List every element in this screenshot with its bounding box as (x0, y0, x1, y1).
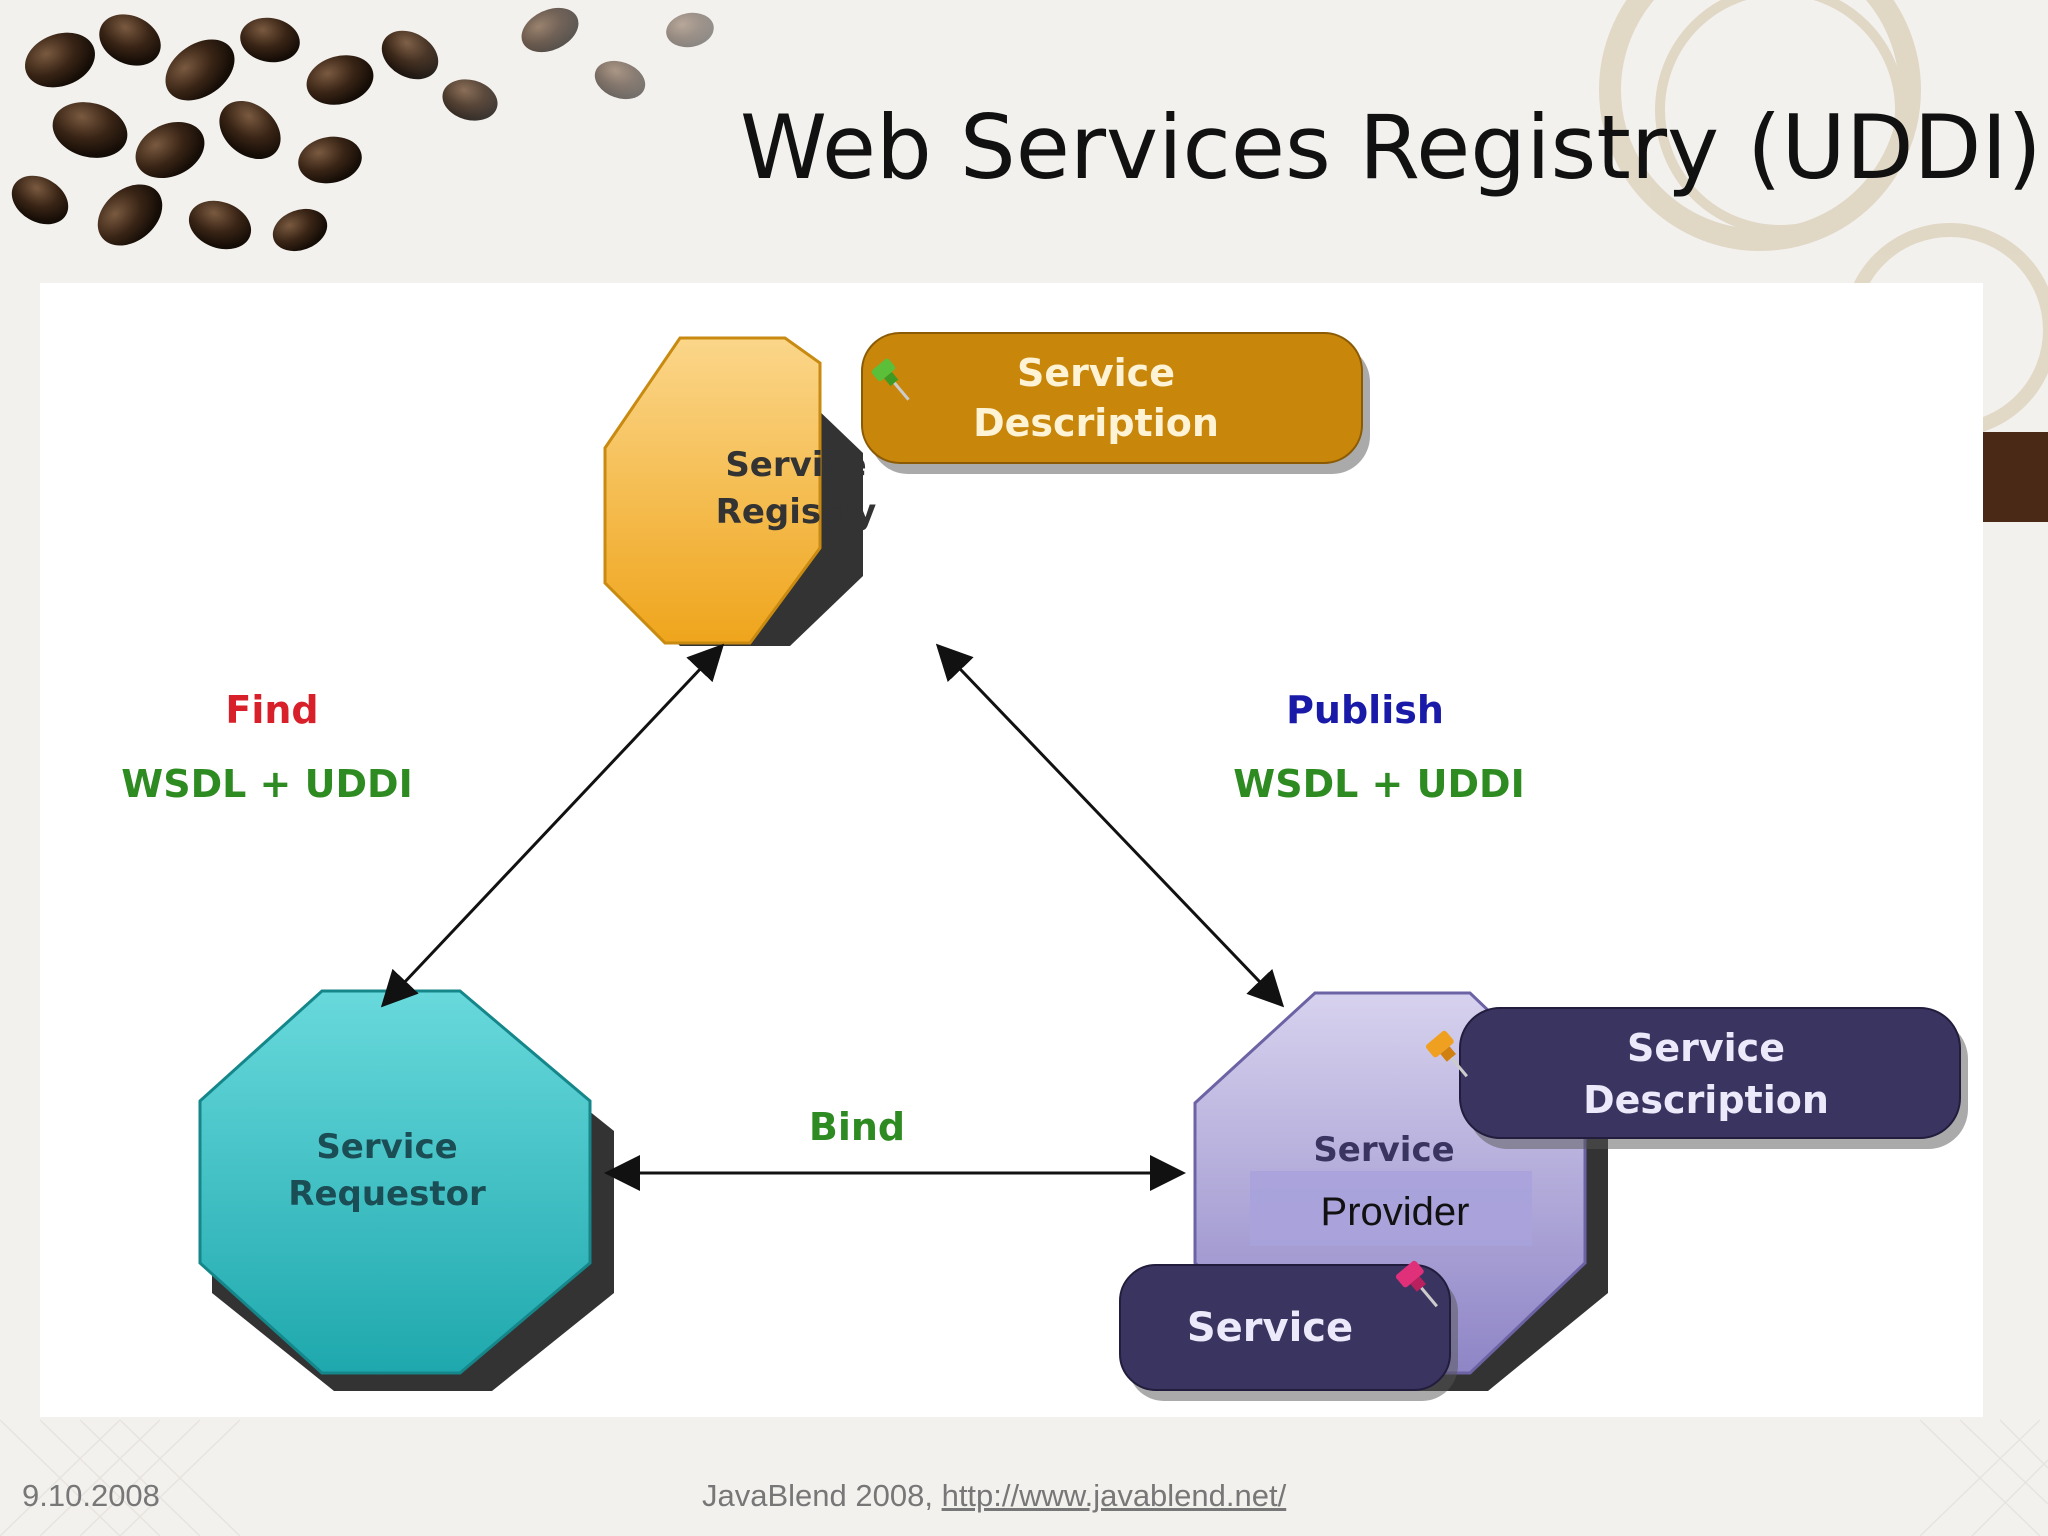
find-label: Find (225, 688, 318, 732)
side-accent-tab (1983, 432, 2048, 522)
requestor-label-line1: Service (316, 1127, 457, 1167)
publish-label: Publish (1286, 688, 1444, 732)
provider-service-badge: Service (1119, 1260, 1458, 1401)
service-registry-node: Service Registry (603, 336, 877, 646)
pushpin-icon (1425, 1030, 1468, 1078)
provider-service-label: Service (1187, 1305, 1353, 1351)
registry-label-line1: Service (725, 445, 866, 485)
diagram-panel: Service Registry Service Description (40, 283, 1983, 1417)
provider-badge-line1: Service (1627, 1026, 1785, 1070)
registry-badge-line1: Service (1017, 351, 1175, 395)
provider-label-box (1250, 1171, 1532, 1246)
slide-title: Web Services Registry (UDDI) (740, 96, 2042, 199)
find-protocol-label: WSDL + UDDI (121, 762, 412, 806)
provider-label-line2: Provider (1321, 1190, 1470, 1234)
footer-date: 9.10.2008 (22, 1478, 160, 1513)
registry-service-description-badge: Service Description (861, 332, 1370, 474)
footer-link[interactable]: http://www.javablend.net/ (941, 1478, 1287, 1513)
publish-protocol-label: WSDL + UDDI (1233, 762, 1524, 806)
requestor-label-line2: Requestor (288, 1174, 486, 1214)
bind-label: Bind (809, 1105, 905, 1149)
registry-label-line2: Registry (716, 492, 877, 532)
crosshatch-pattern (0, 1419, 2048, 1536)
pushpin-icon (1395, 1260, 1438, 1308)
registry-badge-line2: Description (973, 401, 1219, 445)
registry-octagon (603, 336, 822, 645)
publish-arrow (935, 643, 1285, 1008)
footer-credit: JavaBlend 2008, http://www.javablend.net… (702, 1478, 1286, 1514)
pushpin-icon (871, 358, 910, 401)
footer-credit-text: JavaBlend 2008, (702, 1478, 942, 1513)
provider-service-description-badge: Service Description (1425, 1007, 1968, 1149)
requestor-octagon (198, 989, 592, 1375)
provider-badge-line2: Description (1583, 1078, 1829, 1122)
find-arrow (380, 643, 725, 1008)
provider-label-line1: Service (1313, 1130, 1454, 1170)
service-requestor-node: Service Requestor (198, 989, 614, 1391)
uddi-diagram: Service Registry Service Description (121, 332, 1968, 1401)
